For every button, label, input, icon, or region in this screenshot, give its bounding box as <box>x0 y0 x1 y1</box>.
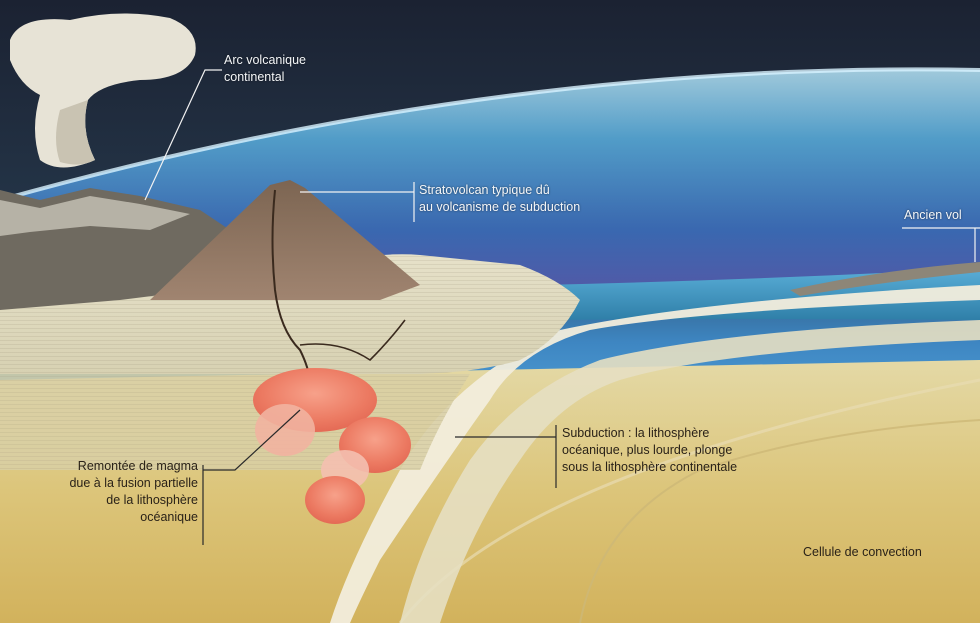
label-ancien-volcan: Ancien vol <box>904 207 962 224</box>
label-subduction: Subduction : la lithosphère océanique, p… <box>562 425 737 476</box>
label-arc-line2: continental <box>224 69 306 86</box>
label-subduction-line3: sous la lithosphère continentale <box>562 459 737 476</box>
label-ancien-line1: Ancien vol <box>904 207 962 224</box>
label-magma-line3: de la lithosphère <box>40 492 198 509</box>
label-magma-line2: due à la fusion partielle <box>40 475 198 492</box>
label-arc-volcanique: Arc volcanique continental <box>224 52 306 86</box>
label-subduction-line1: Subduction : la lithosphère <box>562 425 737 442</box>
label-strato-line2: au volcanisme de subduction <box>419 199 580 216</box>
label-magma-line1: Remontée de magma <box>40 458 198 475</box>
label-arc-line1: Arc volcanique <box>224 52 306 69</box>
label-remontee-magma: Remontée de magma due à la fusion partie… <box>40 458 198 526</box>
label-convection-line1: Cellule de convection <box>803 544 922 561</box>
label-cellule-convection: Cellule de convection <box>803 544 922 561</box>
label-magma-line4: océanique <box>40 509 198 526</box>
magma-blob-4 <box>305 476 365 524</box>
label-subduction-line2: océanique, plus lourde, plonge <box>562 442 737 459</box>
label-strato-line1: Stratovolcan typique dû <box>419 182 580 199</box>
magma-blob-1 <box>255 404 315 456</box>
label-stratovolcan: Stratovolcan typique dû au volcanisme de… <box>419 182 580 216</box>
